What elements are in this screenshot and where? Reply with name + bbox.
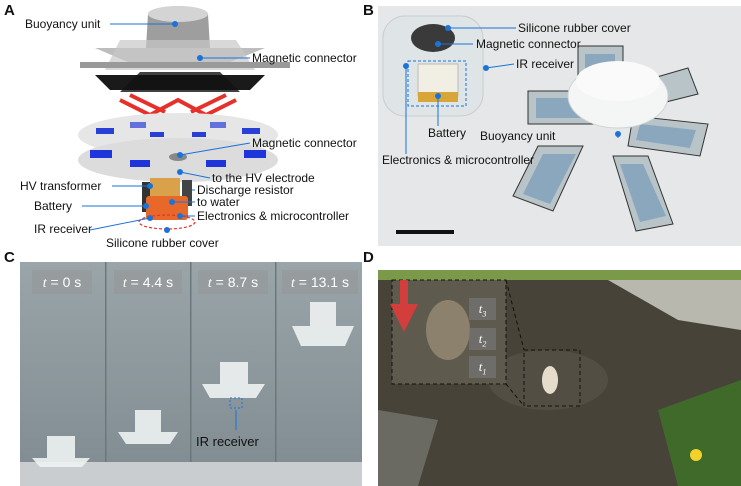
label-a-buoyancy: Buoyancy unit <box>25 17 101 31</box>
exploded-robot-diagram <box>78 6 290 233</box>
label-a-battery: Battery <box>34 199 73 213</box>
label-a-ir: IR receiver <box>34 222 93 236</box>
panel-letter-d: D <box>363 249 374 266</box>
panel-letter-c: C <box>4 249 15 266</box>
label-c-ir: IR receiver <box>196 434 259 449</box>
label-a-hv-transformer: HV transformer <box>20 179 102 193</box>
photo-c: t = 0 s t = 4.4 s t = 8.7 s t = 13.1 s I… <box>20 262 362 486</box>
marker-t1: t1 <box>469 356 496 378</box>
time-label-3: t = 13.1 s <box>282 270 358 294</box>
label-a-hv-electrode: to the HV electrode <box>212 171 315 185</box>
pond-illustration <box>378 270 741 486</box>
time-label-0: t = 0 s <box>32 270 92 294</box>
label-b-magnetic: Magnetic connector <box>476 37 581 51</box>
label-b-battery: Battery <box>428 126 467 140</box>
panel-letter-a: A <box>4 2 15 19</box>
label-b-silicone: Silicone rubber cover <box>518 21 631 35</box>
label-b-ir: IR receiver <box>516 57 575 71</box>
label-b-buoyancy: Buoyancy unit <box>480 129 556 143</box>
label-a-magnetic-top: Magnetic connector <box>252 51 357 65</box>
panel-letter-b: B <box>363 2 374 19</box>
label-a-silicone: Silicone rubber cover <box>106 236 219 250</box>
photo-d: t3 t2 t1 <box>378 270 741 486</box>
marker-t3: t3 <box>469 298 496 320</box>
label-a-magnetic-mid: Magnetic connector <box>252 136 357 150</box>
rise-sequence-illustration <box>20 262 362 486</box>
label-b-electronics: Electronics & microcontroller <box>382 153 535 167</box>
time-label-1: t = 4.4 s <box>114 270 182 294</box>
label-a-discharge: Discharge resistor <box>197 183 294 197</box>
leaders-b <box>403 25 621 154</box>
label-a-electronics: Electronics & microcontroller <box>197 209 350 223</box>
label-a-water: to water <box>197 195 240 209</box>
time-label-2: t = 8.7 s <box>198 270 268 294</box>
marker-t2: t2 <box>469 328 496 350</box>
